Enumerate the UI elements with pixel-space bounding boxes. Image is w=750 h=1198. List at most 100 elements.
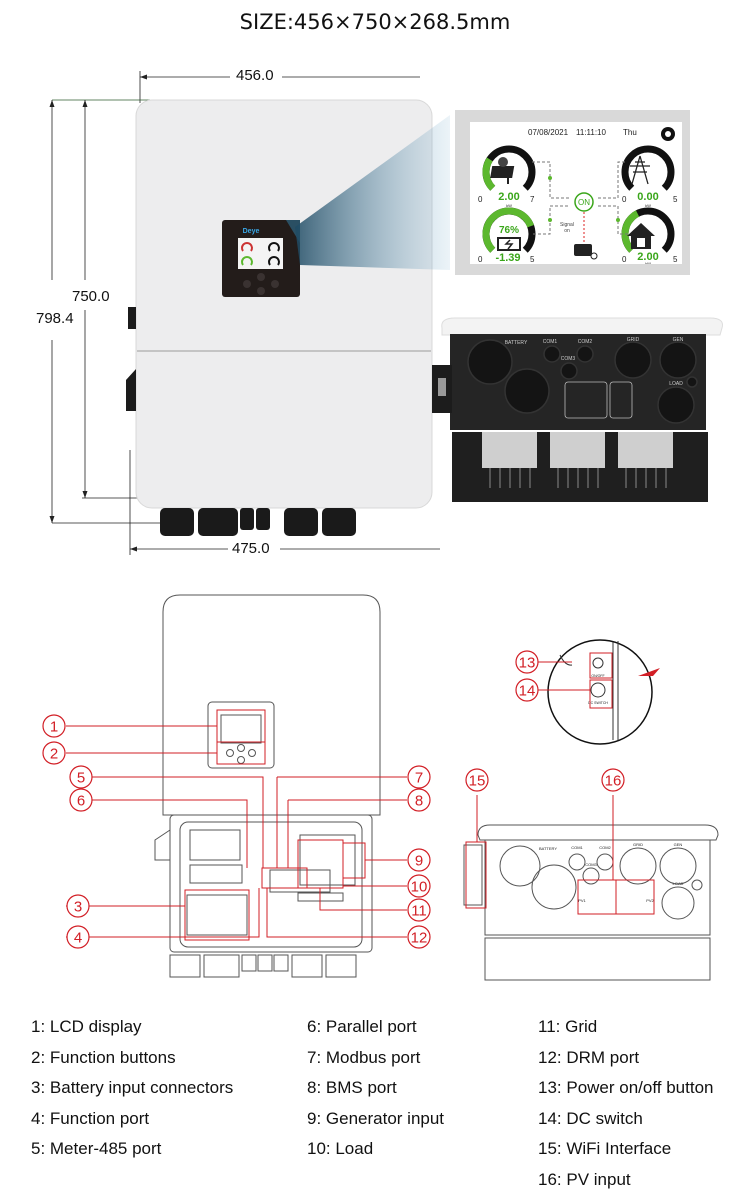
legend-item: 4: Function port: [31, 1108, 150, 1128]
pv-gauge-fill: [482, 157, 496, 191]
svg-text:7: 7: [415, 770, 423, 787]
pv-max: 7: [530, 195, 535, 204]
legend-item: 6: Parallel port: [307, 1017, 417, 1036]
callout-3: 3: [66, 894, 90, 918]
photo-port-gen: GEN: [673, 337, 684, 343]
svg-text:3: 3: [74, 899, 82, 916]
schem-port-gen: GEN: [674, 842, 683, 847]
schem-port-battery: BATTERY: [539, 846, 557, 851]
legend-column-2: 6: Parallel port 7: Modbus port 8: BMS p…: [307, 1012, 444, 1165]
battery-max: 5: [530, 255, 535, 264]
callout-10: 10: [407, 874, 431, 898]
grid-max: 5: [673, 195, 678, 204]
legend-item: 14: DC switch: [538, 1108, 643, 1128]
callout-2: 2: [42, 741, 66, 765]
dim-height-body: 750.0: [72, 288, 110, 305]
grid-value: 0.00: [637, 191, 658, 203]
svg-text:11: 11: [411, 903, 427, 920]
generator-icon: [574, 244, 598, 260]
legend-item: 2: Function buttons: [31, 1047, 176, 1067]
photo-port-grid: GRID: [627, 337, 640, 343]
legend-item: 8: BMS port: [307, 1078, 397, 1097]
schem-port-grid: GRID: [633, 842, 643, 847]
svg-text:16: 16: [605, 773, 622, 790]
dimension-lines: [49, 71, 440, 555]
signal-state: on: [564, 228, 570, 234]
legend-item: 7: Modbus port: [307, 1047, 421, 1067]
svg-text:1: 1: [50, 719, 58, 736]
callout-14: 14: [515, 678, 539, 702]
brand-logo: Deye: [243, 228, 260, 235]
onoff-label: ON/OFF: [591, 674, 604, 678]
zoom-inset-circle: [547, 639, 653, 745]
side-and-bottom-schematic: ON/OFF DC SWITCH BATTERY COM1 COM2 COM3 …: [463, 639, 719, 981]
callout-8: 8: [407, 788, 431, 812]
legend-item: 13: Power on/off button: [538, 1078, 714, 1097]
dc-switch-label: DC SWITCH: [588, 701, 608, 705]
legend-item: 16: PV input: [538, 1169, 631, 1189]
pv-min: 0: [478, 195, 483, 204]
schem-port-com3: COM3: [585, 862, 597, 867]
legend-column-3: 11: Grid 12: DRM port 13: Power on/off b…: [538, 1012, 713, 1195]
grid-gauge-track: [621, 145, 675, 191]
schem-port-pv1: PV1: [578, 898, 586, 903]
legend-item: 1: LCD display: [31, 1017, 142, 1036]
svg-text:13: 13: [519, 655, 536, 672]
center-status: ON: [578, 198, 590, 207]
callout-12: 12: [407, 925, 431, 949]
battery-gauge: [482, 207, 536, 253]
legend-item: 15: WiFi Interface: [538, 1139, 672, 1158]
load-min: 0: [622, 255, 627, 264]
pv-unit: kW: [506, 203, 512, 208]
callout-16: 16: [601, 768, 625, 792]
callout-15: 15: [465, 768, 489, 792]
battery-gauge-fill: [482, 207, 534, 253]
transmission-tower-icon: [630, 155, 650, 185]
gear-icon[interactable]: [661, 127, 675, 141]
svg-text:8: 8: [415, 793, 423, 810]
callout-11: 11: [407, 898, 431, 922]
legend-item: 11: Grid: [538, 1017, 598, 1036]
svg-text:4: 4: [74, 930, 82, 947]
legend-item: 9: Generator input: [307, 1108, 445, 1128]
projection-beam: [295, 115, 450, 270]
photo-port-battery: BATTERY: [505, 340, 528, 346]
front-view-diagram: Deye: [49, 71, 450, 555]
photo-port-com1: COM1: [543, 339, 558, 345]
lcd-date: 07/08/2021: [528, 128, 569, 137]
solar-panel-icon: [490, 157, 515, 184]
legend-item: 12: DRM port: [538, 1047, 640, 1067]
dim-height-total: 798.4: [36, 310, 74, 327]
svg-text:14: 14: [519, 683, 536, 700]
lcd-screen: 07/08/2021 11:11:10 Thu 76% 0 7 2.00 kW …: [470, 122, 682, 264]
grid-min: 0: [622, 195, 627, 204]
schem-port-load: LOAD: [673, 881, 684, 886]
legend-item: 5: Meter-485 port: [31, 1139, 162, 1158]
callout-1: 1: [42, 714, 66, 738]
pv-gauge: [482, 145, 536, 191]
svg-text:9: 9: [415, 853, 423, 870]
battery-value: -1.39: [495, 252, 520, 264]
lcd-day: Thu: [623, 128, 637, 137]
load-gauge: [621, 207, 675, 253]
svg-text:15: 15: [469, 773, 486, 790]
lcd-time: 11:11:10: [576, 128, 607, 137]
battery-soc: 76%: [499, 225, 519, 236]
legend-item: 10: Load: [307, 1139, 374, 1158]
svg-text:10: 10: [411, 879, 428, 896]
schem-port-com1: COM1: [571, 845, 583, 850]
load-max: 5: [673, 255, 678, 264]
legend-item: 3: Battery input connectors: [31, 1078, 234, 1097]
callout-13: 13: [515, 650, 539, 674]
dim-width-bottom: 475.0: [232, 540, 270, 557]
photo-port-com3: COM3: [561, 356, 576, 362]
bottom-view-photo: BATTERY COM1 COM2 COM3 GRID GEN LOAD: [432, 317, 723, 502]
battery-min: 0: [478, 255, 483, 264]
svg-text:12: 12: [411, 930, 428, 947]
callout-9: 9: [407, 848, 431, 872]
schem-port-com2: COM2: [599, 845, 611, 850]
svg-text:6: 6: [77, 793, 85, 810]
load-gauge-fill: [621, 210, 640, 253]
callout-6: 6: [69, 788, 93, 812]
